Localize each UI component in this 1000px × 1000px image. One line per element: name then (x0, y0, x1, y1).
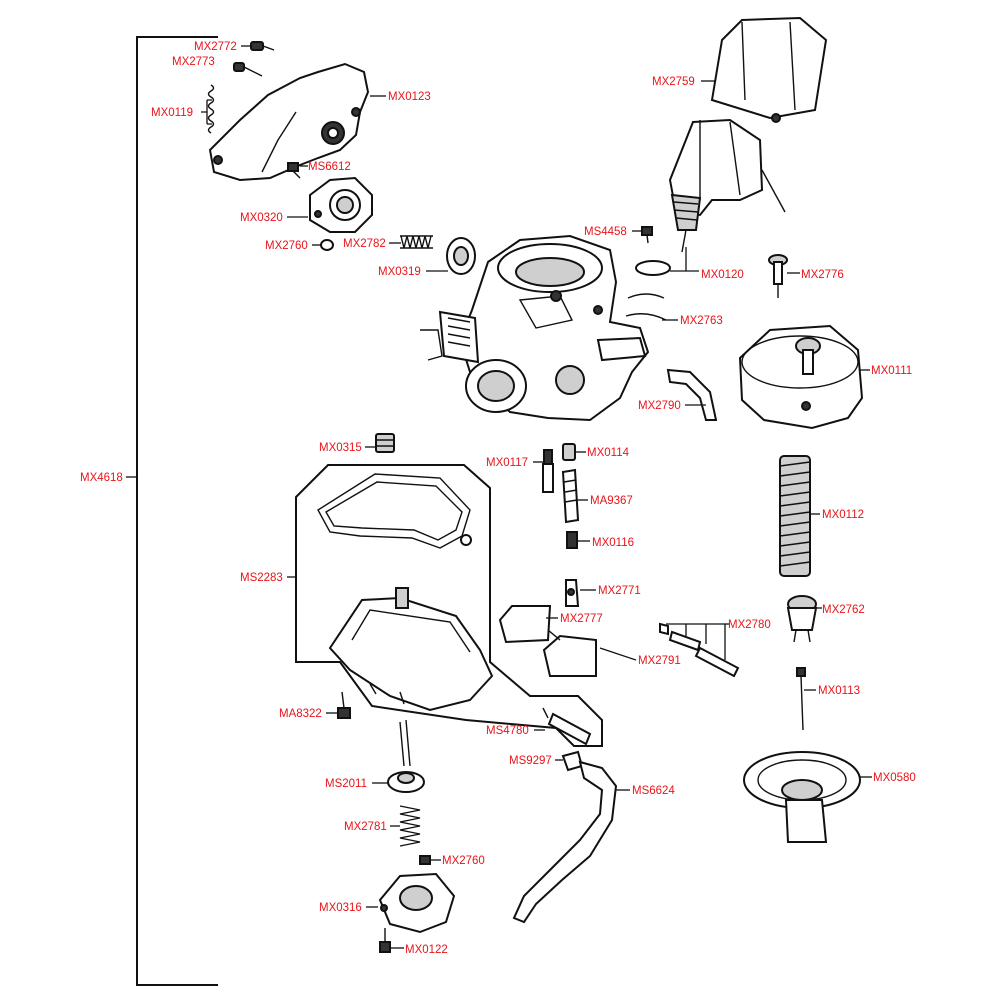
screw-set-mx2780 (659, 622, 740, 678)
label-mx0315: MX0315 (319, 442, 362, 454)
label-mx2773: MX2773 (172, 56, 215, 68)
label-mx2777: MX2777 (560, 613, 603, 625)
hose-ms6624 (512, 760, 618, 924)
diaphragm-mx0319 (446, 237, 476, 275)
label-mx4618: MX4618 (80, 472, 123, 484)
needle-ma9367 (561, 468, 580, 524)
cap-mx2759 (710, 16, 828, 123)
screw-ms4458 (641, 226, 653, 244)
label-mx0116: MX0116 (592, 537, 634, 549)
label-ms6624: MS6624 (632, 785, 675, 797)
screw-ms6612 (287, 162, 301, 179)
screw-mx2773 (233, 62, 263, 77)
hose-mx2790 (666, 368, 718, 421)
label-ms9297: MS9297 (509, 755, 552, 767)
label-ma8322: MA8322 (279, 708, 322, 720)
screw-mx2772 (250, 41, 275, 51)
label-mx0122: MX0122 (405, 944, 448, 956)
label-mx2763: MX2763 (680, 315, 723, 327)
label-mx2771: MX2771 (598, 585, 641, 597)
label-mx2760-bottom: MX2760 (442, 855, 485, 867)
label-mx2780: MX2780 (728, 619, 771, 631)
label-mx0580: MX0580 (873, 772, 916, 784)
label-mx0120: MX0120 (701, 269, 744, 281)
o-ring-mx2760-top (320, 239, 334, 251)
cover-mx0320 (309, 176, 373, 233)
label-mx2790: MX2790 (638, 400, 681, 412)
needle-mx0113 (796, 667, 806, 731)
jet-mx0116 (566, 531, 578, 549)
float-bowl (328, 587, 494, 712)
jet-mx0114 (562, 443, 576, 461)
o-ring-mx2760-bottom (419, 855, 431, 865)
solenoid-mx0120 (635, 118, 786, 276)
label-mx0111: MX0111 (871, 365, 912, 377)
bracket-plate-mx0123 (208, 62, 370, 182)
label-mx2776: MX2776 (801, 269, 844, 281)
label-mx0316: MX0316 (319, 902, 362, 914)
spring-mx2782 (400, 235, 433, 249)
spring-mx0112 (779, 455, 811, 577)
screw-ms2011 (387, 719, 425, 793)
jet-mx0315 (375, 433, 395, 453)
label-mx0113: MX0113 (818, 685, 860, 697)
label-ms2011: MS2011 (325, 778, 367, 790)
label-mx0119: MX0119 (151, 107, 193, 119)
spring-mx0119 (207, 84, 215, 134)
label-mx0319: MX0319 (378, 266, 421, 278)
label-mx2772: MX2772 (194, 41, 237, 53)
label-mx0112: MX0112 (822, 509, 864, 521)
carburetor-body (420, 234, 650, 422)
needle-mx2762 (786, 595, 818, 643)
cover-mx0316 (378, 872, 456, 934)
label-ms6612: MS6612 (308, 161, 351, 173)
label-mx2759: MX2759 (652, 76, 695, 88)
clip-mx2763 (625, 293, 667, 321)
clip-mx2771 (565, 579, 580, 607)
top-cover-mx0111 (738, 324, 864, 430)
label-mx2760-top: MX2760 (265, 240, 308, 252)
label-ms4458: MS4458 (584, 226, 627, 238)
label-mx2781: MX2781 (344, 821, 387, 833)
label-mx0114: MX0114 (587, 447, 630, 459)
spring-mx2781 (399, 805, 421, 847)
screw-mx2776 (768, 254, 788, 298)
screw-ma8322 (337, 691, 351, 719)
label-ms2283: MS2283 (240, 572, 283, 584)
float-mx2777 (498, 605, 597, 677)
label-ma9367: MA9367 (590, 495, 633, 507)
gasket (317, 473, 472, 549)
label-mx0320: MX0320 (240, 212, 283, 224)
jet-mx0117 (542, 449, 554, 493)
label-mx0123: MX0123 (388, 91, 431, 103)
diaphragm-mx0580 (743, 751, 861, 843)
screw-mx0122 (379, 928, 391, 953)
screw-ms4780 (542, 707, 592, 746)
label-mx2782: MX2782 (343, 238, 386, 250)
label-mx2791: MX2791 (638, 655, 681, 667)
float-bowl-outline (295, 464, 603, 747)
label-mx0117: MX0117 (486, 457, 528, 469)
label-ms4780: MS4780 (486, 725, 529, 737)
label-mx2762: MX2762 (822, 604, 865, 616)
assembly-bracket (136, 36, 218, 986)
